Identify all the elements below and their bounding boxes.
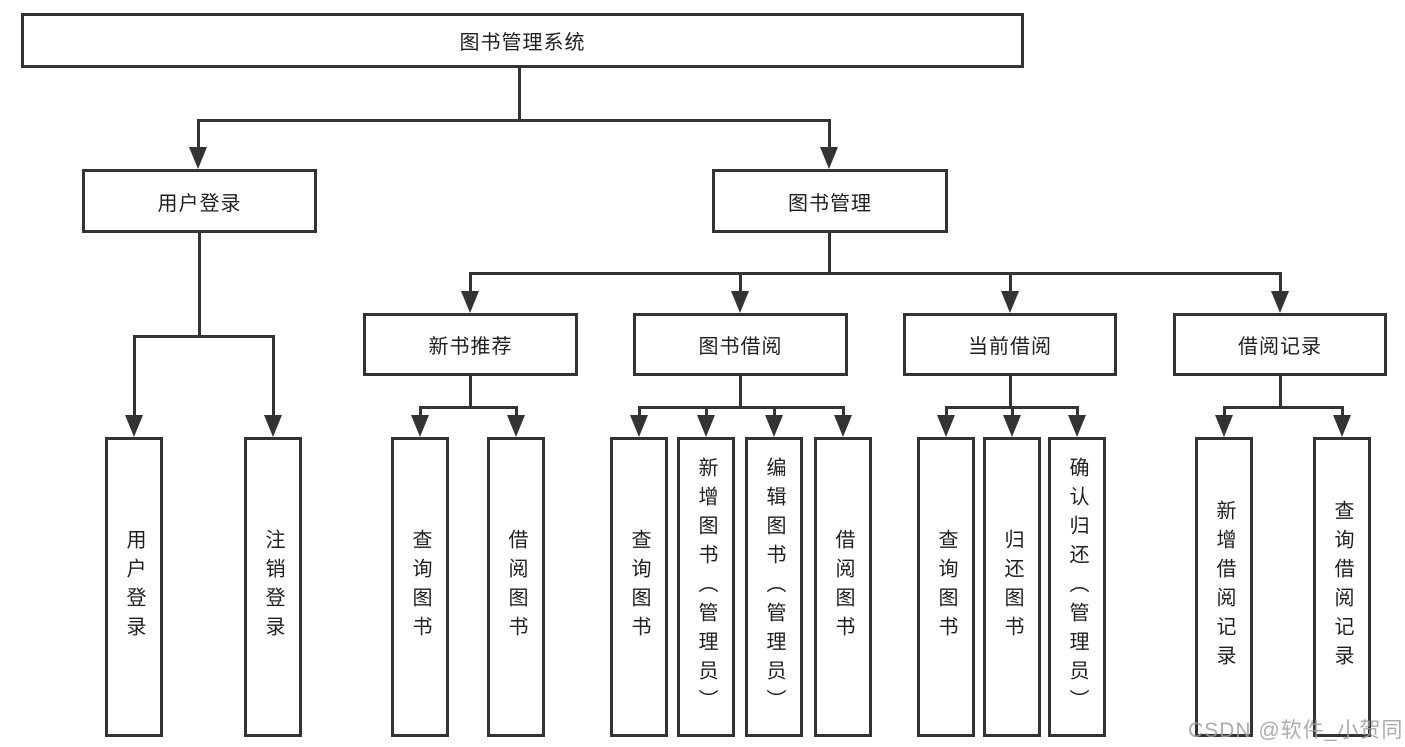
leaf-query-book-3: 查询图书 xyxy=(917,437,975,737)
connector-leaf-drop-add-record xyxy=(1223,406,1226,418)
watermark: CSDN @软件_小贺同学 xyxy=(1188,719,1405,742)
node-new-book-recommend-label: 新书推荐 xyxy=(428,336,513,358)
connector-level2-drop-1 xyxy=(469,272,472,294)
connector-new-book-bus xyxy=(419,406,518,409)
leaf-query-borrow-record-label: 查询借阅记录 xyxy=(1331,500,1353,674)
connector-leaf-drop-borrow1 xyxy=(515,406,518,418)
arrowhead-user-login xyxy=(189,147,207,169)
connector-level2-drop-4 xyxy=(1279,272,1282,294)
connector-level2-drop-2 xyxy=(739,272,742,294)
connector-book-borrow-stem xyxy=(739,376,742,406)
arrowhead-leaf-logout xyxy=(264,415,282,437)
arrowhead-leaf-query3 xyxy=(937,415,955,437)
node-new-book-recommend: 新书推荐 xyxy=(363,313,578,376)
connector-leaf-drop-edit-book xyxy=(773,406,776,418)
connector-leaf-drop-return xyxy=(1011,406,1014,418)
leaf-query-book-2: 查询图书 xyxy=(610,437,668,737)
arrowhead-leaf-user-login xyxy=(125,415,143,437)
arrowhead-leaf-query2 xyxy=(630,415,648,437)
leaf-query-book-1-label: 查询图书 xyxy=(409,529,431,645)
leaf-user-login-label: 用户登录 xyxy=(123,529,145,645)
leaf-query-book-1: 查询图书 xyxy=(391,437,449,737)
leaf-return-book-label: 归还图书 xyxy=(1001,529,1023,645)
node-user-login: 用户登录 xyxy=(82,169,317,233)
arrowhead-new-book-recommend xyxy=(461,291,479,313)
node-user-login-label: 用户登录 xyxy=(157,192,242,215)
leaf-add-borrow-record-label: 新增借阅记录 xyxy=(1213,500,1235,674)
node-book-borrow: 图书借阅 xyxy=(633,313,848,376)
connector-borrow-record-bus xyxy=(1223,406,1344,409)
connector-leaf-drop-confirm xyxy=(1076,406,1079,418)
arrowhead-leaf-confirm xyxy=(1068,415,1086,437)
connector-leaf-drop-query3 xyxy=(945,406,948,418)
connector-leaf-drop-query2 xyxy=(638,406,641,418)
node-borrow-record-label: 借阅记录 xyxy=(1238,336,1322,358)
connector-leaf-drop-query-record xyxy=(1341,406,1344,418)
connector-user-login-stem xyxy=(198,233,201,335)
connector-root-stem xyxy=(518,68,521,119)
arrowhead-leaf-borrow2 xyxy=(834,415,852,437)
node-book-borrow-label: 图书借阅 xyxy=(698,336,783,358)
arrowhead-leaf-edit-book xyxy=(765,415,783,437)
connector-current-borrow-stem xyxy=(1009,376,1012,406)
arrowhead-leaf-add-book xyxy=(697,415,715,437)
node-current-borrow-label: 当前借阅 xyxy=(968,336,1052,358)
leaf-borrow-book-1: 借阅图书 xyxy=(487,437,545,737)
leaf-logout: 注销登录 xyxy=(244,437,302,737)
connector-level1-bus xyxy=(197,119,831,122)
arrowhead-book-mgmt xyxy=(820,147,838,169)
node-current-borrow: 当前借阅 xyxy=(903,313,1117,376)
arrowhead-leaf-query1 xyxy=(411,415,429,437)
arrowhead-leaf-return xyxy=(1003,415,1021,437)
leaf-return-book: 归还图书 xyxy=(983,437,1041,737)
leaf-logout-label: 注销登录 xyxy=(262,529,284,645)
connector-user-login-drop xyxy=(197,119,200,150)
connector-leaf-drop-logout xyxy=(272,335,275,418)
leaf-query-borrow-record: 查询借阅记录 xyxy=(1313,437,1371,737)
arrowhead-leaf-query-record xyxy=(1333,415,1351,437)
leaf-borrow-book-2-label: 借阅图书 xyxy=(832,529,854,645)
node-root-label: 图书管理系统 xyxy=(459,32,586,54)
node-book-management: 图书管理 xyxy=(712,169,948,233)
arrowhead-borrow-record xyxy=(1271,291,1289,313)
connector-leaf-drop-user-login xyxy=(133,335,136,418)
connector-leaf-drop-query1 xyxy=(419,406,422,418)
leaf-add-book-admin: 新增图书（管理员） xyxy=(677,437,735,737)
connector-level2-bus xyxy=(469,272,1282,275)
leaf-add-borrow-record: 新增借阅记录 xyxy=(1195,437,1253,737)
leaf-edit-book-admin: 编辑图书（管理员） xyxy=(745,437,803,737)
arrowhead-current-borrow xyxy=(1001,291,1019,313)
leaf-borrow-book-1-label: 借阅图书 xyxy=(505,529,527,645)
connector-leaf-drop-borrow2 xyxy=(842,406,845,418)
leaf-query-book-2-label: 查询图书 xyxy=(628,529,650,645)
node-root: 图书管理系统 xyxy=(21,13,1024,68)
leaf-query-book-3-label: 查询图书 xyxy=(935,529,957,645)
connector-book-borrow-bus xyxy=(638,406,845,409)
connector-leaf-drop-add-book xyxy=(705,406,708,418)
connector-new-book-stem xyxy=(469,376,472,406)
connector-book-mgmt-drop xyxy=(828,119,831,150)
leaf-user-login: 用户登录 xyxy=(105,437,163,737)
node-borrow-record: 借阅记录 xyxy=(1173,313,1387,376)
leaf-confirm-return-admin: 确认归还（管理员） xyxy=(1048,437,1106,737)
connector-book-mgmt-stem xyxy=(828,233,831,272)
leaf-add-book-admin-label: 新增图书（管理员） xyxy=(695,456,717,718)
leaf-borrow-book-2: 借阅图书 xyxy=(814,437,872,737)
arrowhead-book-borrow xyxy=(731,291,749,313)
connector-borrow-record-stem xyxy=(1279,376,1282,406)
arrowhead-leaf-add-record xyxy=(1215,415,1233,437)
arrowhead-leaf-borrow1 xyxy=(507,415,525,437)
node-book-management-label: 图书管理 xyxy=(788,192,872,215)
connector-level2-drop-3 xyxy=(1009,272,1012,294)
leaf-confirm-return-admin-label: 确认归还（管理员） xyxy=(1066,456,1088,718)
leaf-edit-book-admin-label: 编辑图书（管理员） xyxy=(763,456,785,718)
connector-user-login-bus xyxy=(133,335,274,338)
